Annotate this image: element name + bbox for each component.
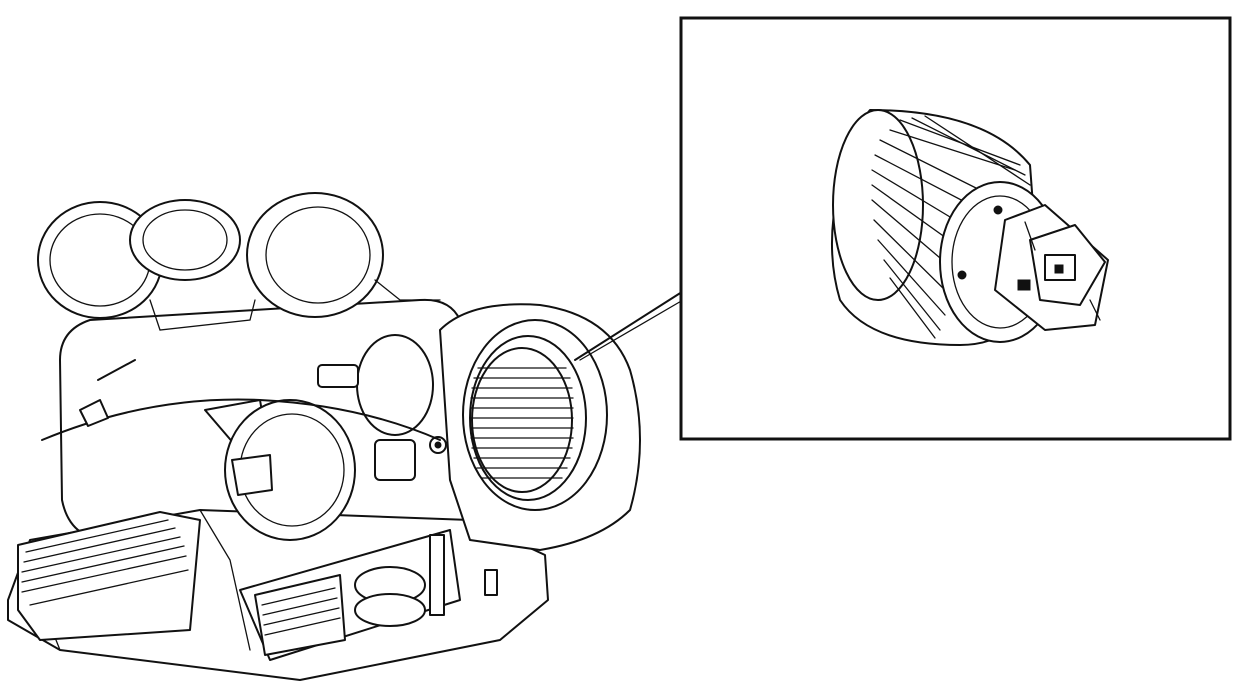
blower-housing bbox=[439, 303, 641, 551]
blower-fan-fins bbox=[470, 367, 574, 479]
front-duct bbox=[204, 399, 356, 541]
detail-inset bbox=[679, 16, 1232, 441]
motor-connector bbox=[994, 204, 1109, 331]
blower-motor-fan bbox=[830, 109, 1109, 346]
leader-line bbox=[574, 289, 686, 361]
heater-core bbox=[17, 511, 201, 641]
lower-front-box bbox=[239, 529, 498, 661]
heater-housing-assembly bbox=[7, 192, 641, 681]
actuator-assembly bbox=[317, 334, 447, 481]
top-air-ducts bbox=[37, 192, 441, 331]
